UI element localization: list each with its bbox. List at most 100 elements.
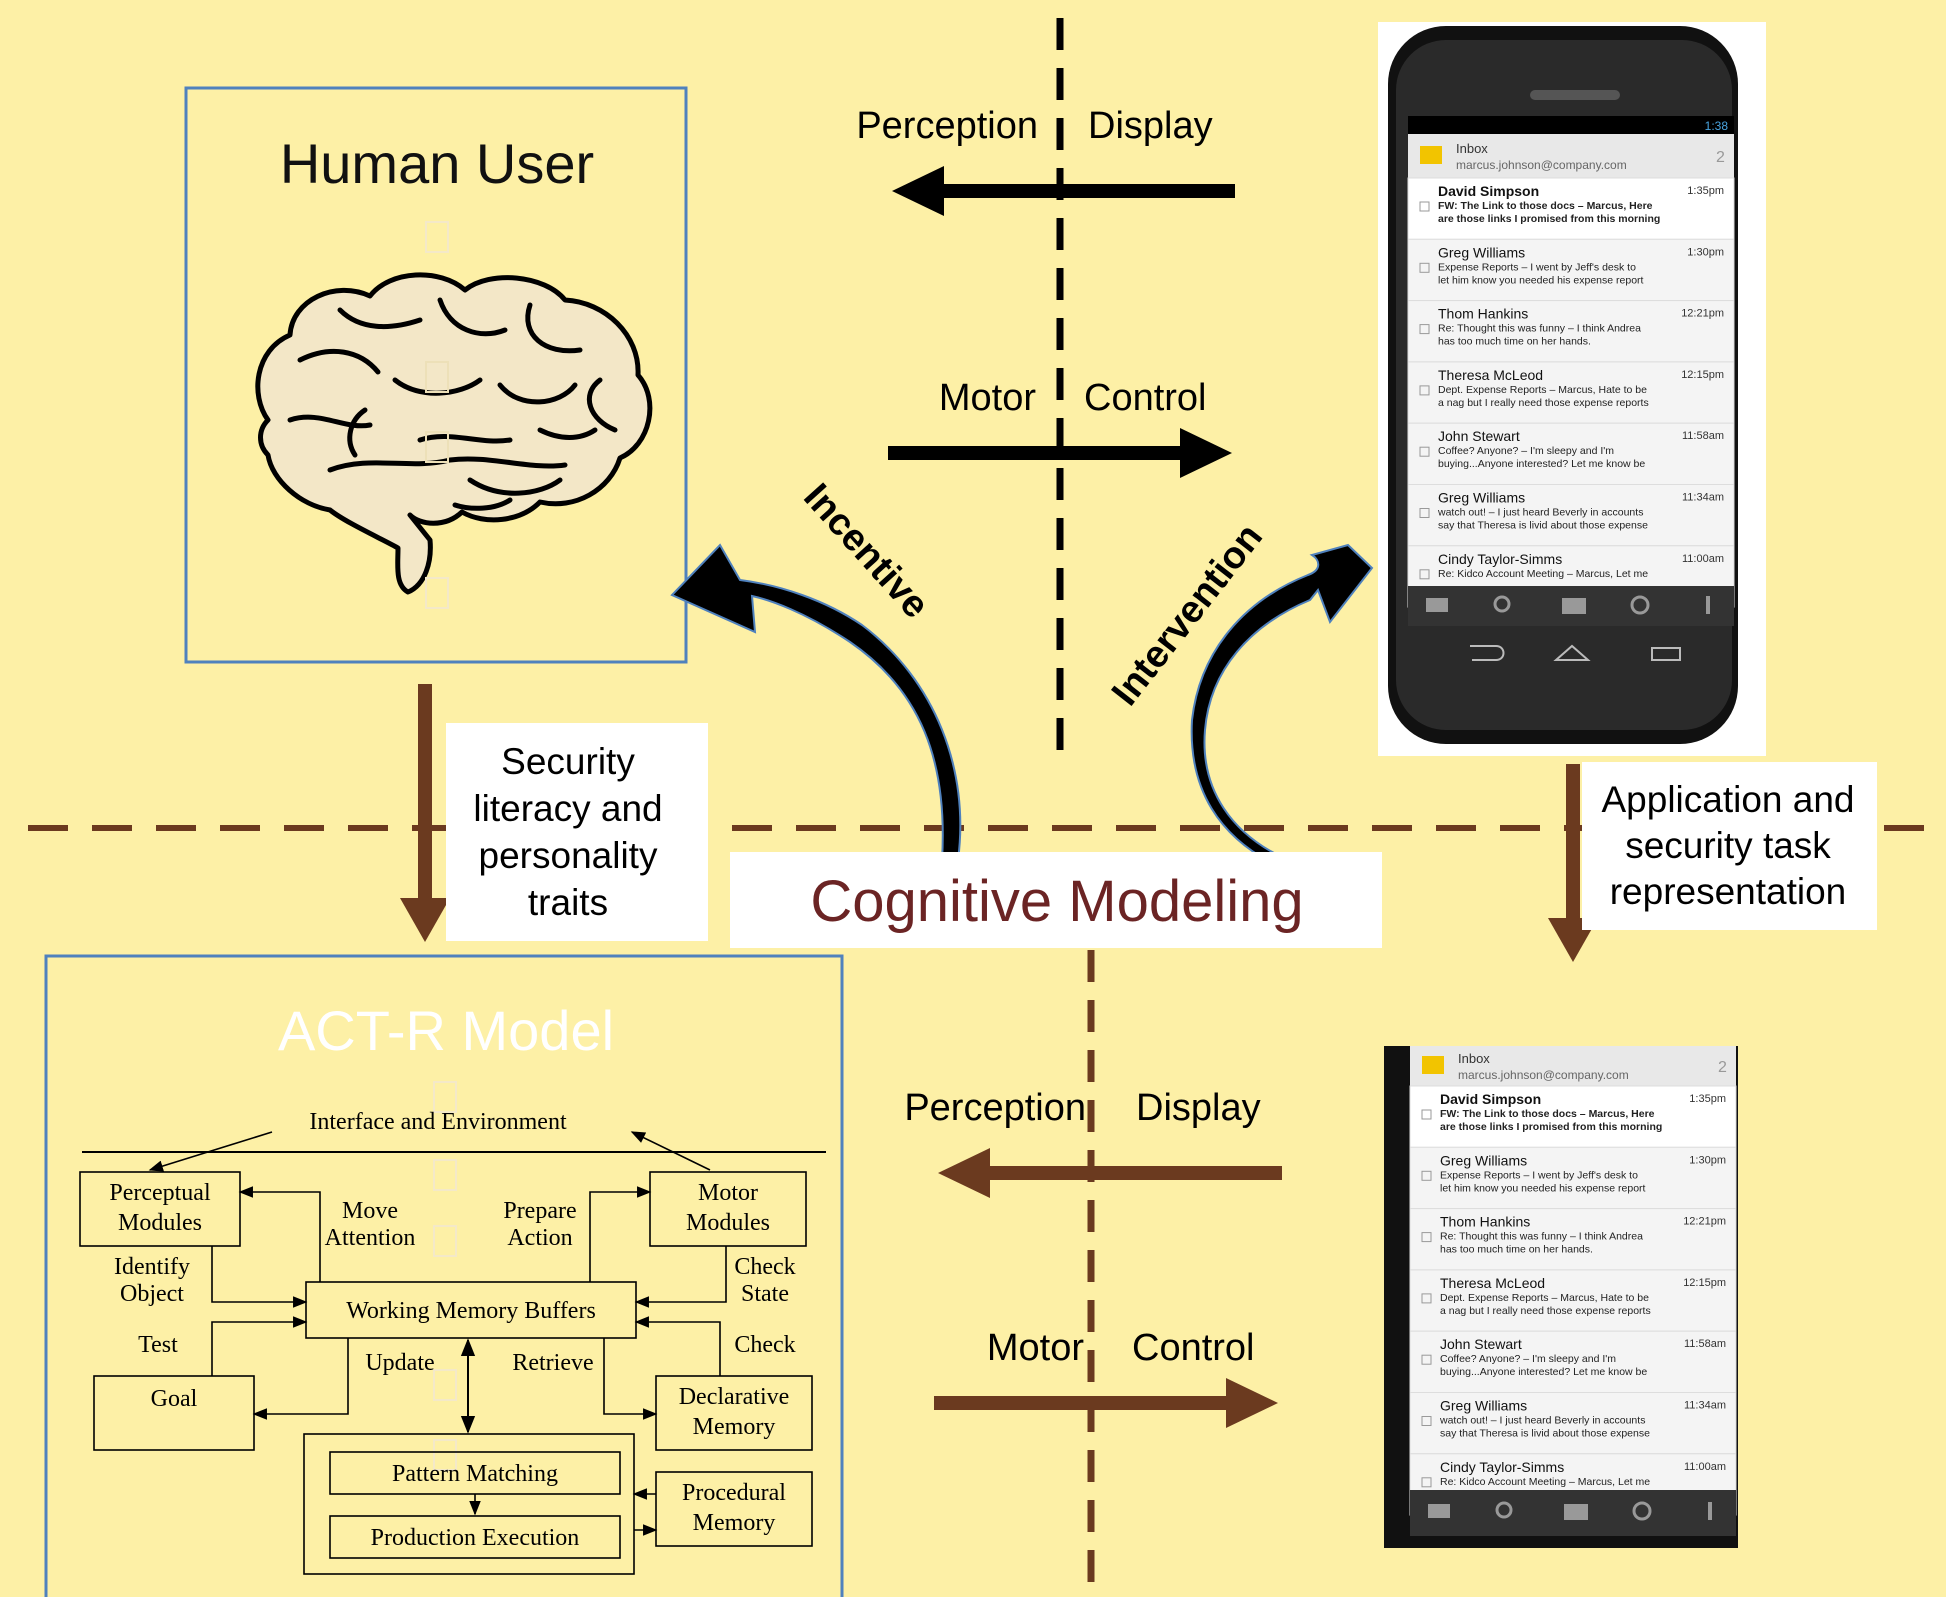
pattern-matching-label: Pattern Matching: [392, 1461, 558, 1487]
production-execution-label: Production Execution: [371, 1525, 580, 1551]
check-label: Check: [734, 1332, 795, 1358]
email-preview: are those links I promised from this mor…: [1438, 213, 1660, 225]
top-motor-label: Motor: [939, 377, 1036, 419]
checkbox-icon[interactable]: [1421, 1109, 1432, 1120]
email-subject: Expense Reports – I went by Jeff's desk …: [1438, 261, 1636, 273]
checkbox-icon[interactable]: [1421, 1477, 1432, 1488]
update-arrow: [252, 1338, 349, 1420]
email-preview: say that Theresa is livid about those ex…: [1438, 520, 1648, 532]
top-control-arrow: [888, 428, 1232, 478]
bottom-perception-label: Perception: [904, 1087, 1086, 1129]
checkbox-icon[interactable]: [1421, 1170, 1432, 1181]
bottom-display-arrow: [938, 1148, 1282, 1198]
email-subject: Re: Thought this was funny – I think And…: [1440, 1231, 1643, 1243]
phone-top-email-row[interactable]: Greg Williams 11:34am watch out! – I just …: [1407, 484, 1735, 547]
production-execution-box: [329, 1515, 621, 1559]
working-memory-label: Working Memory Buffers: [346, 1298, 596, 1324]
bottom-control-arrow: [934, 1378, 1278, 1428]
procedural-line-2: Memory: [693, 1510, 776, 1536]
email-time: 12:15pm: [1681, 369, 1724, 381]
perceptual-line-2: Modules: [118, 1210, 202, 1236]
email-preview: has too much time on her hands.: [1438, 336, 1591, 348]
prepare-action-arrow: [589, 1186, 652, 1282]
phone-bottom-account: marcus.johnson@company.com: [1458, 1068, 1629, 1082]
security-literacy-line-3: personality: [479, 835, 658, 876]
prepare-action-line-2: Action: [507, 1225, 572, 1251]
email-preview: a nag but I really need those expense re…: [1438, 397, 1649, 409]
email-subject: Coffee? Anyone? – I'm sleepy and I'm: [1440, 1353, 1616, 1365]
email-subject: Dept. Expense Reports – Marcus, Hate to …: [1440, 1292, 1649, 1304]
checkbox-icon[interactable]: [1419, 324, 1430, 335]
email-sender: Greg Williams: [1438, 244, 1525, 260]
email-preview: has too much time on her hands.: [1440, 1244, 1593, 1256]
phone-top-nav-icons: [1470, 644, 1681, 661]
email-time: 11:00am: [1684, 1461, 1726, 1473]
interface-label: Interface and Environment: [309, 1109, 567, 1135]
procedural-line-1: Procedural: [682, 1480, 786, 1506]
email-subject: watch out! – I just heard Beverly in acc…: [1437, 507, 1643, 519]
email-subject: FW: The Link to those docs – Marcus, Her…: [1440, 1108, 1655, 1120]
phone-top-toolbar-icons: [1426, 595, 1710, 615]
email-sender: John Stewart: [1440, 1336, 1522, 1352]
goal-label: Goal: [151, 1386, 198, 1412]
move-attention-arrow: [238, 1186, 321, 1282]
email-sender: David Simpson: [1438, 183, 1539, 199]
phone-bottom: Inbox marcus.johnson@company.com 2 David…: [1384, 1046, 1738, 1548]
email-time: 12:21pm: [1683, 1216, 1726, 1228]
email-sender: Greg Williams: [1440, 1152, 1527, 1168]
checkbox-icon[interactable]: [1421, 1232, 1432, 1243]
identify-object-arrow: [211, 1246, 308, 1308]
email-sender: Greg Williams: [1438, 490, 1525, 506]
email-subject: Coffee? Anyone? – I'm sleepy and I'm: [1438, 445, 1614, 457]
checkbox-icon[interactable]: [1419, 446, 1430, 457]
email-time: 1:30pm: [1687, 246, 1724, 258]
test-label: Test: [138, 1332, 178, 1358]
email-preview: let him know you needed his expense repo…: [1438, 274, 1644, 286]
email-preview: are those links I promised from this mor…: [1440, 1121, 1662, 1133]
email-sender: Thom Hankins: [1438, 306, 1528, 322]
bottom-motor-label: Motor: [987, 1327, 1084, 1369]
checkbox-icon[interactable]: [1421, 1416, 1432, 1426]
intervention-arrow: [1190, 543, 1374, 868]
checkbox-icon[interactable]: [1419, 262, 1430, 273]
perceptual-input-arrow: [148, 1131, 273, 1172]
email-subject: watch out! – I just heard Beverly in acc…: [1439, 1415, 1645, 1427]
email-preview: buying...Anyone interested? Let me know …: [1438, 458, 1645, 470]
checkbox-icon[interactable]: [1419, 569, 1430, 580]
check-arrow: [634, 1316, 721, 1376]
cognitive-modeling-title: Cognitive Modeling: [810, 869, 1303, 934]
application-task-label: Application and security task representa…: [1601, 779, 1854, 912]
bottom-control-label: Control: [1132, 1327, 1255, 1369]
application-task-box: [1582, 762, 1877, 930]
checkbox-icon[interactable]: [1421, 1354, 1432, 1365]
actr-title: ACT-R Model: [278, 999, 614, 1062]
email-preview: buying...Anyone interested? Let me know …: [1440, 1366, 1647, 1378]
security-literacy-label: Security literacy and personality traits: [473, 741, 662, 923]
application-task-line-1: Application and: [1601, 779, 1854, 820]
email-time: 11:34am: [1682, 492, 1724, 504]
email-preview: say that Theresa is livid about those ex…: [1440, 1428, 1650, 1440]
declarative-line-1: Declarative: [679, 1384, 790, 1410]
email-preview: let him know you needed his expense repo…: [1440, 1182, 1646, 1194]
checkbox-icon[interactable]: [1419, 201, 1430, 212]
human-user-panel: Human User: [184, 86, 688, 664]
checkbox-icon[interactable]: [1419, 385, 1430, 396]
identify-object-line-2: Object: [120, 1281, 184, 1307]
security-literacy-line-1: Security: [501, 741, 635, 782]
email-sender: David Simpson: [1440, 1091, 1541, 1107]
email-time: 11:58am: [1682, 430, 1724, 442]
checkbox-icon[interactable]: [1419, 508, 1430, 518]
checkbox-icon[interactable]: [1421, 1293, 1432, 1304]
